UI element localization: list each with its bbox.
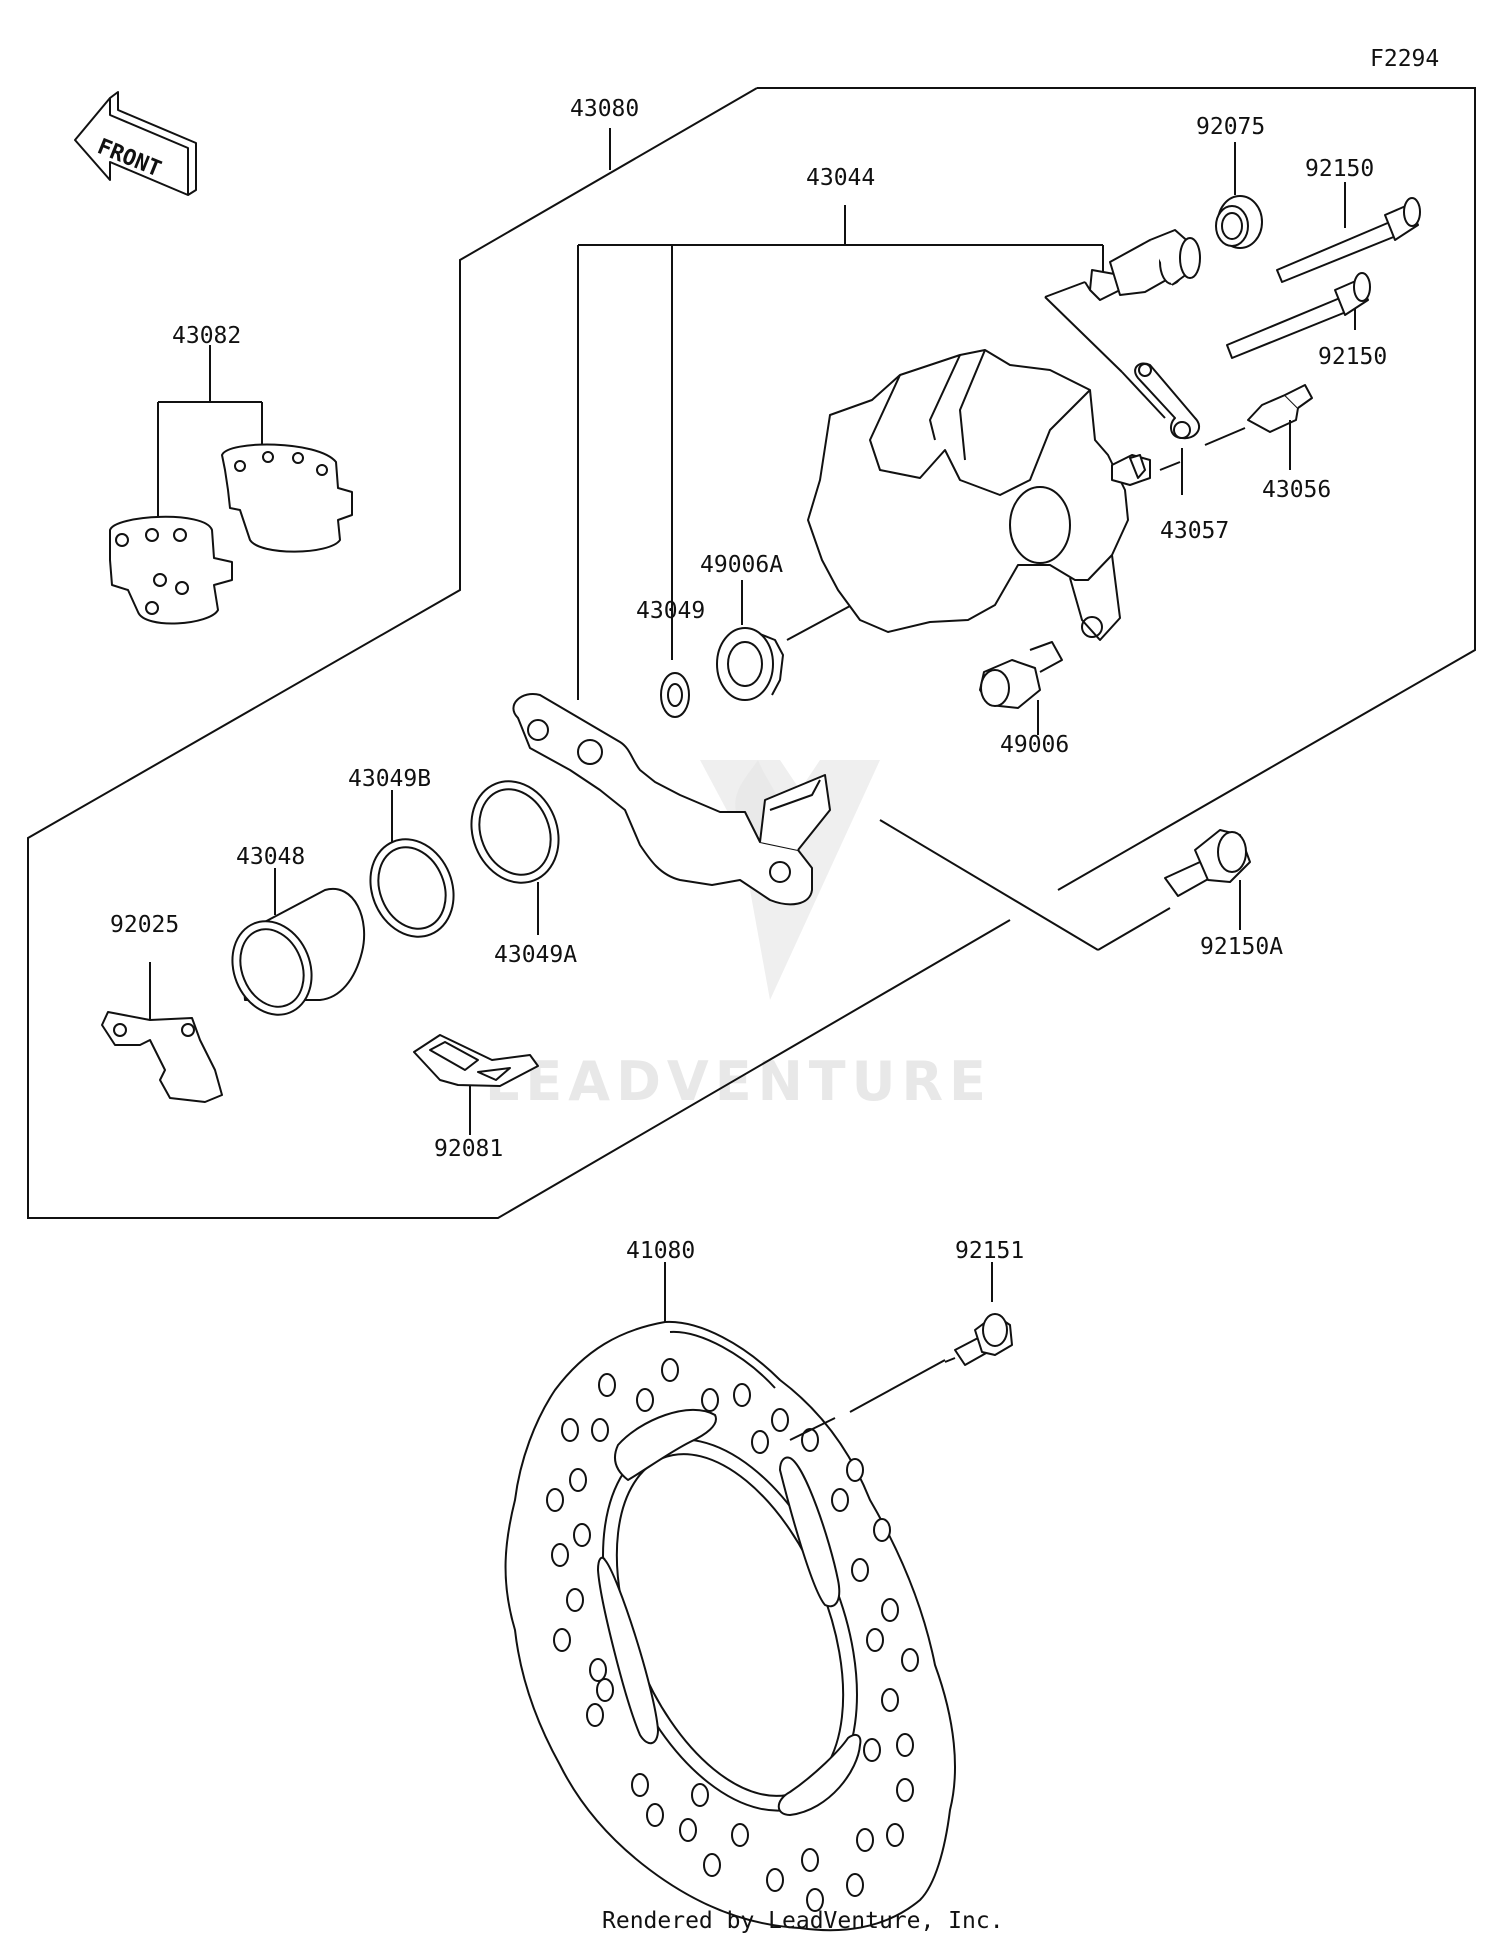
- brake-disc-41080: [504, 1262, 956, 1932]
- caliper-bracket: [512, 693, 831, 906]
- label-43049B[interactable]: 43049B: [348, 766, 431, 792]
- cap-43057: [1134, 362, 1201, 495]
- boot-92075: [1215, 142, 1263, 249]
- washer-43049: [660, 600, 690, 718]
- label-92081[interactable]: 92081: [434, 1136, 503, 1162]
- spring-92025: [101, 962, 223, 1103]
- seal-49006A: [716, 580, 784, 701]
- leader-43057: [1159, 461, 1181, 471]
- bleeder-43056: [1247, 384, 1313, 470]
- pins-92150: [1226, 182, 1421, 359]
- label-92150-top[interactable]: 92150: [1305, 156, 1374, 182]
- bolt-92150A: [1164, 829, 1251, 930]
- label-43049[interactable]: 43049: [636, 598, 705, 624]
- part-labels: 43080 43044 92075 92150 92150 43082 4305…: [110, 96, 1387, 1264]
- label-43056[interactable]: 43056: [1262, 477, 1331, 503]
- label-41080[interactable]: 41080: [626, 1238, 695, 1264]
- label-43049A[interactable]: 43049A: [494, 942, 577, 968]
- label-43044[interactable]: 43044: [806, 165, 875, 191]
- label-92025[interactable]: 92025: [110, 912, 179, 938]
- label-92150-bottom[interactable]: 92150: [1318, 344, 1387, 370]
- disc-holes: [546, 1358, 919, 1912]
- label-43057[interactable]: 43057: [1160, 518, 1229, 544]
- slide-pin-assembly: [1084, 229, 1201, 301]
- plate-92081: [413, 1034, 539, 1135]
- bolt-92151: [944, 1262, 1013, 1366]
- label-92150A[interactable]: 92150A: [1200, 934, 1283, 960]
- label-43048[interactable]: 43048: [236, 844, 305, 870]
- caliper-body: [807, 349, 1151, 641]
- footer-credit: Rendered by LeadVenture, Inc.: [602, 1908, 1004, 1934]
- watermark-text: LEADVENTURE: [485, 1050, 992, 1113]
- figure-code: F2294: [1370, 46, 1439, 72]
- seal-43049B: [369, 790, 455, 938]
- brake-pads-43082: [109, 345, 353, 625]
- leader-49006A: [786, 605, 851, 641]
- leader-43056: [1204, 427, 1246, 446]
- bolt-49006: [979, 641, 1063, 735]
- label-92151[interactable]: 92151: [955, 1238, 1024, 1264]
- label-43080[interactable]: 43080: [570, 96, 639, 122]
- label-92075[interactable]: 92075: [1196, 114, 1265, 140]
- seal-43049A: [470, 780, 560, 935]
- label-49006A[interactable]: 49006A: [700, 552, 783, 578]
- label-49006[interactable]: 49006: [1000, 732, 1069, 758]
- piston-43048: [231, 868, 366, 1016]
- front-arrow-icon: FRONT: [74, 91, 197, 196]
- label-43082[interactable]: 43082: [172, 323, 241, 349]
